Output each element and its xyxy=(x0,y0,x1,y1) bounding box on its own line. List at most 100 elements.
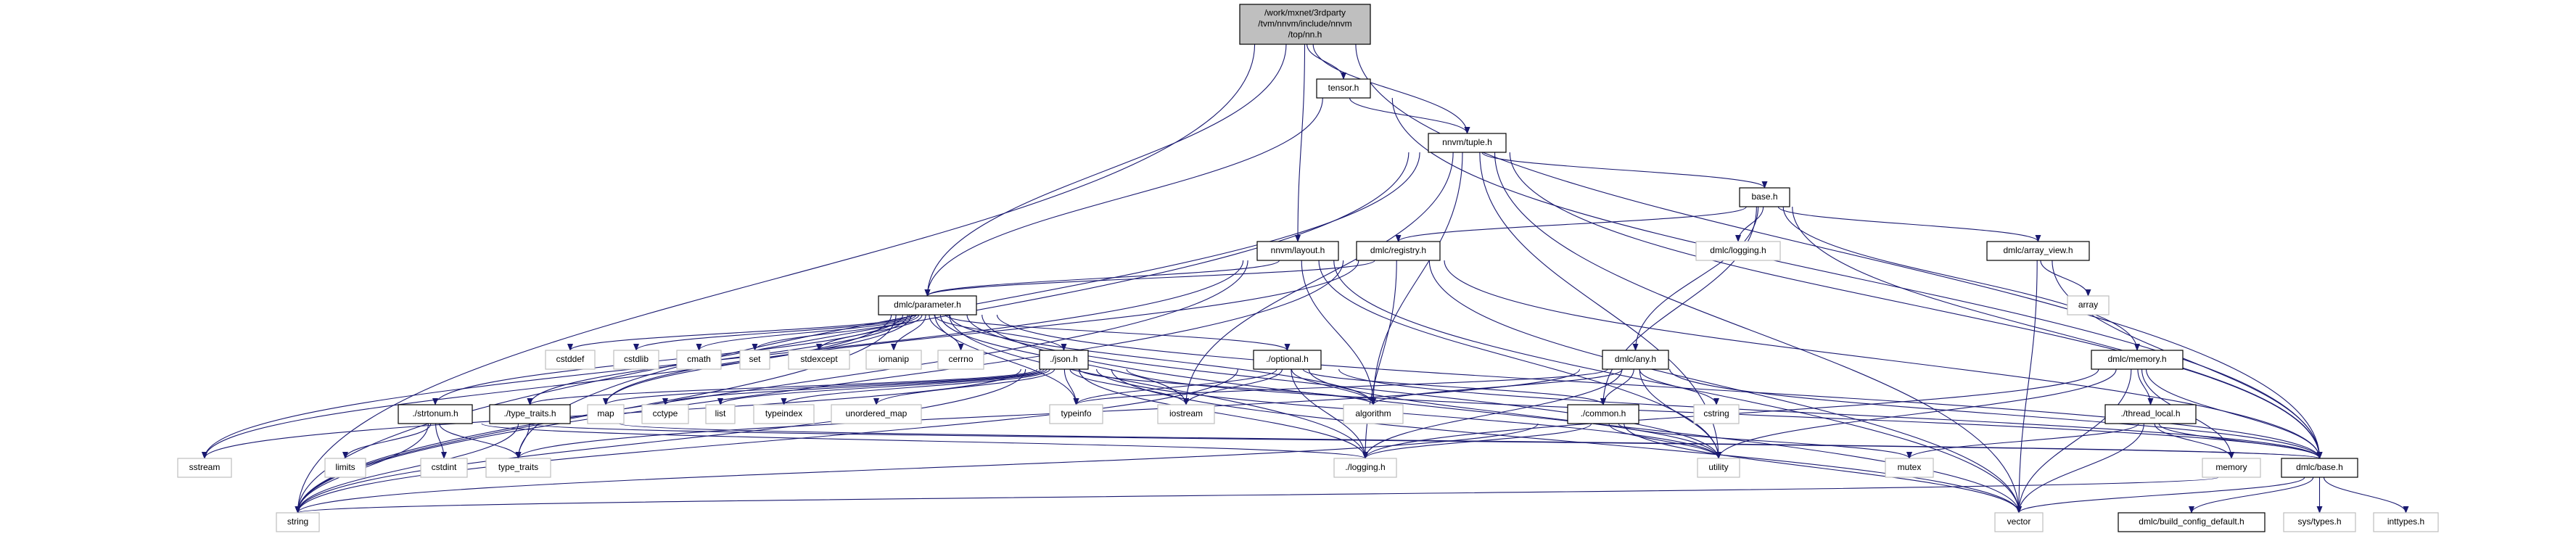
node-arrayview[interactable]: dmlc/array_view.h xyxy=(1986,241,2090,261)
node-box xyxy=(1695,241,1781,261)
node-any[interactable]: dmlc/any.h xyxy=(1602,350,1669,370)
edge-optional-to-common xyxy=(1302,368,1606,405)
node-box xyxy=(1343,404,1404,424)
edge-tuple-to-iostream xyxy=(1183,152,1454,405)
edge-strtonum-to-type_traits xyxy=(439,423,522,459)
node-parameter[interactable]: dmlc/parameter.h xyxy=(878,295,977,316)
node-label: cstdint xyxy=(432,462,457,472)
node-baseh[interactable]: base.h xyxy=(1739,187,1790,207)
node-box xyxy=(398,404,473,424)
edge-layout-to-algorithm xyxy=(1301,260,1376,405)
nodes-layer: /work/mxnet/3rdparty/tvm/nnvm/include/nn… xyxy=(177,4,2439,532)
edge-any-to-type_traits xyxy=(515,368,1581,459)
node-cstdint: cstdint xyxy=(420,458,468,478)
node-label: cstring xyxy=(1703,408,1729,419)
node-label: algorithm xyxy=(1355,408,1391,419)
edge-any-to-common xyxy=(1600,368,1634,405)
node-tuple[interactable]: nnvm/tuple.h xyxy=(1428,133,1507,153)
edge-root-to-dmlcbase xyxy=(1355,44,2323,459)
node-label: dmlc/array_view.h xyxy=(2003,245,2073,255)
edge-parameter-to-logging xyxy=(949,314,1368,459)
node-label: ./common.h xyxy=(1581,408,1626,419)
edge-parameter-to-cstddef xyxy=(567,314,910,351)
node-json[interactable]: ./json.h xyxy=(1039,350,1089,370)
node-tensor[interactable]: tensor.h xyxy=(1316,78,1371,99)
node-label: mutex xyxy=(1898,462,1922,472)
node-common[interactable]: ./common.h xyxy=(1567,404,1639,424)
edge-json-to-map xyxy=(603,368,1042,405)
node-label: list xyxy=(715,408,726,419)
edge-baseh-to-common xyxy=(1600,206,1757,405)
node-label: array xyxy=(2078,300,2098,310)
node-box xyxy=(676,350,722,370)
edge-typetraitsh-to-dmlcbase xyxy=(619,423,2322,459)
node-dlogging: dmlc/logging.h xyxy=(1695,241,1781,261)
node-strtonum[interactable]: ./strtonum.h xyxy=(398,404,473,424)
node-label: unordered_map xyxy=(846,408,908,419)
edge-optional-to-iostream xyxy=(1183,368,1283,405)
node-registry[interactable]: dmlc/registry.h xyxy=(1356,241,1441,261)
node-box xyxy=(2091,350,2184,370)
edge-arrayview-to-array xyxy=(2040,260,2091,297)
edge-strtonum-to-logging xyxy=(481,423,1368,459)
edge-json-to-utility xyxy=(1096,368,1721,459)
node-box xyxy=(489,404,571,424)
edge-parameter-to-set xyxy=(752,314,920,351)
edge-dmlcbase-to-string xyxy=(295,477,2219,514)
node-box xyxy=(705,404,736,424)
node-typeinfo: typeinfo xyxy=(1049,404,1103,424)
edge-json-to-iostream xyxy=(1069,368,1189,405)
node-limits: limits xyxy=(324,458,366,478)
edge-typetraitsh-to-string xyxy=(295,423,519,514)
node-buildcfg[interactable]: dmlc/build_config_default.h xyxy=(2118,512,2266,532)
node-label: utility xyxy=(1708,462,1728,472)
node-label: ./json.h xyxy=(1050,354,1078,364)
node-root[interactable]: /work/mxnet/3rdparty/tvm/nnvm/include/nn… xyxy=(1239,4,1371,45)
node-mutex: mutex xyxy=(1885,458,1934,478)
edge-common-to-vector xyxy=(1624,423,2022,514)
edge-json-to-typetraitsh xyxy=(527,368,1038,405)
node-layout[interactable]: nnvm/layout.h xyxy=(1256,241,1339,261)
node-cctype: cctype xyxy=(641,404,689,424)
node-label: ./optional.h xyxy=(1266,354,1309,364)
node-set: set xyxy=(739,350,770,370)
node-optional[interactable]: ./optional.h xyxy=(1253,350,1322,370)
node-box xyxy=(865,350,922,370)
node-cstdlib: cstdlib xyxy=(613,350,659,370)
node-label: /top/nn.h xyxy=(1288,30,1322,40)
node-label: dmlc/memory.h xyxy=(2107,354,2166,364)
edge-tuple-to-dmlcbase xyxy=(1509,152,2323,459)
node-memoryh[interactable]: dmlc/memory.h xyxy=(2091,350,2184,370)
node-label: cstdlib xyxy=(624,354,649,364)
node-box xyxy=(177,458,232,478)
node-label: iostream xyxy=(1169,408,1203,419)
edge-any-to-typeinfo xyxy=(1073,368,1608,405)
node-threadlocal[interactable]: ./thread_local.h xyxy=(2104,404,2197,424)
node-label: dmlc/registry.h xyxy=(1370,245,1426,255)
node-label: typeindex xyxy=(765,408,802,419)
edge-parameter-to-typeinfo xyxy=(934,314,1079,405)
node-box xyxy=(276,512,320,532)
node-box xyxy=(324,458,366,478)
edge-baseh-to-arrayview xyxy=(1777,206,2041,242)
node-box xyxy=(545,350,596,370)
node-label: stdexcept xyxy=(800,354,838,364)
node-label: nnvm/layout.h xyxy=(1271,245,1325,255)
edge-root-to-string xyxy=(295,44,1256,514)
edge-tuple-to-baseh xyxy=(1481,152,1768,189)
edge-parameter-to-algorithm xyxy=(949,314,1376,405)
node-label: map xyxy=(597,408,614,419)
edge-registry-to-logging xyxy=(1362,260,1397,459)
edge-tensor-to-dmlcbase xyxy=(1391,97,2323,459)
edge-baseh-to-memoryh xyxy=(1782,206,2140,351)
node-label: vector xyxy=(2007,516,2031,527)
node-label: cstddef xyxy=(556,354,585,364)
node-dmlcbase[interactable]: dmlc/base.h xyxy=(2281,458,2358,478)
edge-parameter-to-iomanip xyxy=(891,314,926,351)
node-unordered_map: unordered_map xyxy=(831,404,922,424)
node-label: string xyxy=(287,516,308,527)
node-typetraitsh[interactable]: ./type_traits.h xyxy=(489,404,571,424)
node-logging: ./logging.h xyxy=(1333,458,1397,478)
edge-layout-to-parameter xyxy=(924,260,1280,297)
edge-arrayview-to-dmlcbase xyxy=(2052,260,2323,459)
